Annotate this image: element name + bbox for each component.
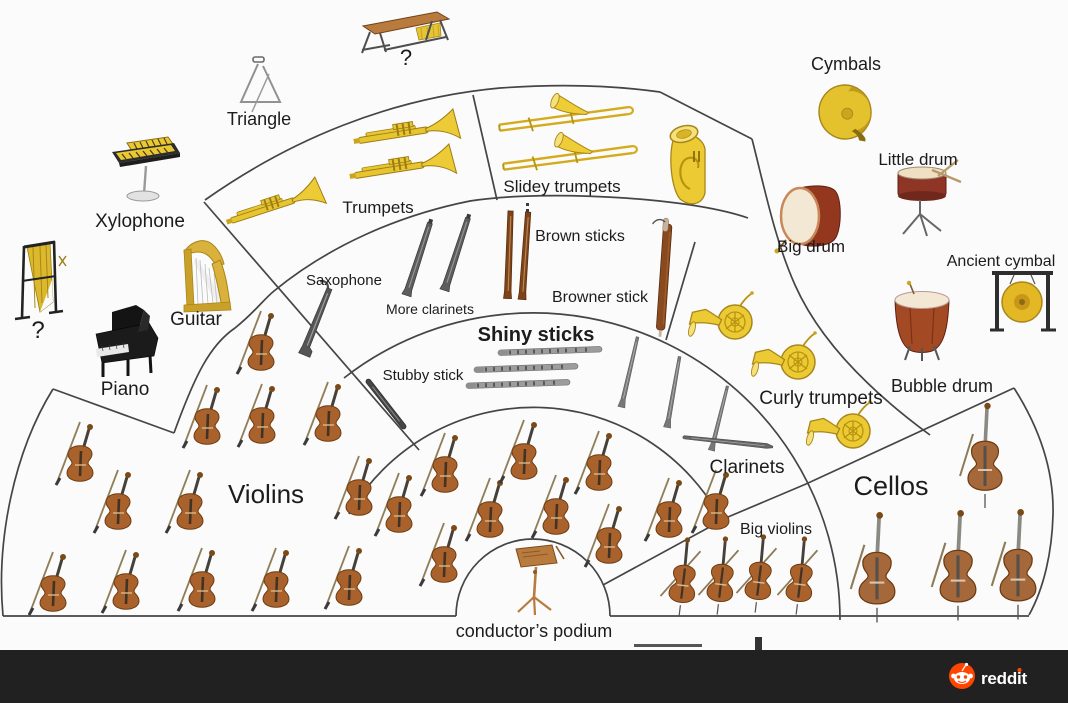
svg-text:Curly trumpets: Curly trumpets [759, 388, 883, 409]
svg-text:Ancient cymbal: Ancient cymbal [947, 253, 1056, 270]
svg-text:?: ? [400, 45, 412, 70]
svg-text:Cellos: Cellos [853, 471, 928, 501]
svg-text:Big violins: Big violins [740, 521, 812, 538]
svg-text:Trumpets: Trumpets [342, 198, 413, 217]
svg-text:Big drum: Big drum [777, 237, 845, 256]
svg-text:Shiny sticks: Shiny sticks [478, 324, 595, 346]
svg-text:Xylophone: Xylophone [95, 211, 185, 232]
svg-text:Brown sticks: Brown sticks [535, 228, 625, 245]
svg-text:More clarinets: More clarinets [386, 301, 474, 317]
svg-text:Guitar: Guitar [170, 309, 222, 330]
svg-text:Slidey trumpets: Slidey trumpets [503, 177, 620, 196]
svg-text:?: ? [31, 317, 44, 344]
svg-text:Little drum: Little drum [878, 150, 957, 169]
svg-text:Piano: Piano [101, 379, 150, 400]
svg-text:reddit: reddit [981, 669, 1028, 688]
svg-text:Browner stick: Browner stick [552, 289, 649, 306]
svg-text:Triangle: Triangle [227, 109, 291, 129]
svg-text:conductor’s podium: conductor’s podium [456, 621, 612, 641]
svg-text:Clarinets: Clarinets [710, 457, 785, 478]
svg-text:Cymbals: Cymbals [811, 54, 881, 74]
svg-text:Violins: Violins [228, 479, 304, 509]
svg-text:Bubble drum: Bubble drum [891, 376, 993, 396]
svg-text:Saxophone: Saxophone [306, 272, 382, 289]
svg-text:Stubby stick: Stubby stick [383, 367, 464, 384]
